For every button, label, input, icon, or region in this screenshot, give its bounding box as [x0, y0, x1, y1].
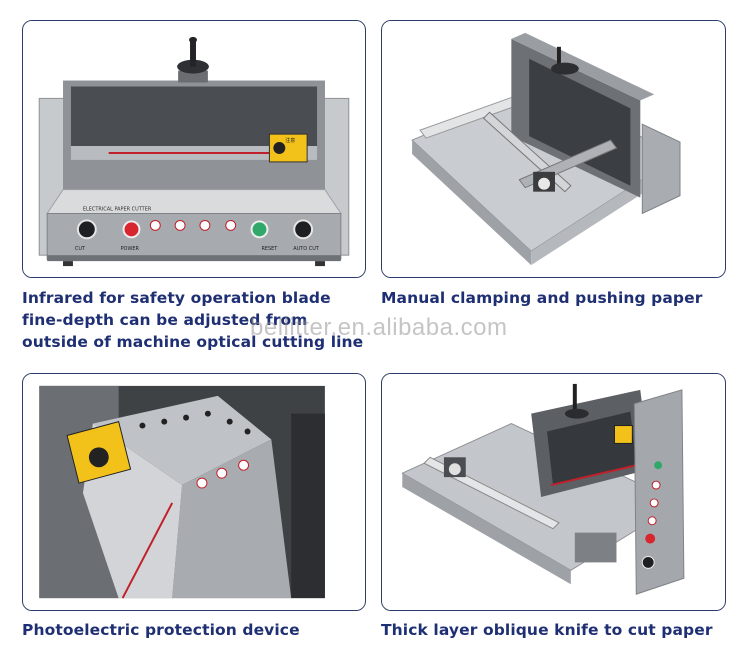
- auto-cut-label: AUTO CUT: [293, 246, 320, 252]
- caption-infrared-safety: Infrared for safety operation blade fine…: [22, 289, 364, 351]
- photo-panel-2: [381, 20, 726, 278]
- photo-panel-4: [381, 373, 726, 611]
- reset-label: RESET: [261, 246, 278, 252]
- caption-oblique-knife: Thick layer oblique knife to cut paper: [381, 621, 713, 639]
- cut-label: CUT: [75, 246, 86, 252]
- paper-cutter-top-photo: [382, 21, 725, 277]
- oblique-knife-photo: [382, 374, 725, 610]
- warning-label-text: 注意: [285, 137, 295, 144]
- caption-manual-clamping: Manual clamping and pushing paper: [381, 289, 703, 307]
- watermark: bellitter.en.alibaba.com: [250, 314, 508, 341]
- photo-panel-3: [22, 373, 366, 611]
- photo-panel-1: 注意 ELECTRICAL PAPER CUTTER CUT POWER RES…: [22, 20, 366, 278]
- paper-cutter-front-photo: 注意 ELECTRICAL PAPER CUTTER CUT POWER RES…: [23, 21, 365, 277]
- power-label: POWER: [121, 246, 140, 252]
- brand-plate: ELECTRICAL PAPER CUTTER: [83, 207, 152, 213]
- photoelectric-closeup-photo: [23, 374, 365, 610]
- caption-photoelectric: Photoelectric protection device: [22, 621, 300, 639]
